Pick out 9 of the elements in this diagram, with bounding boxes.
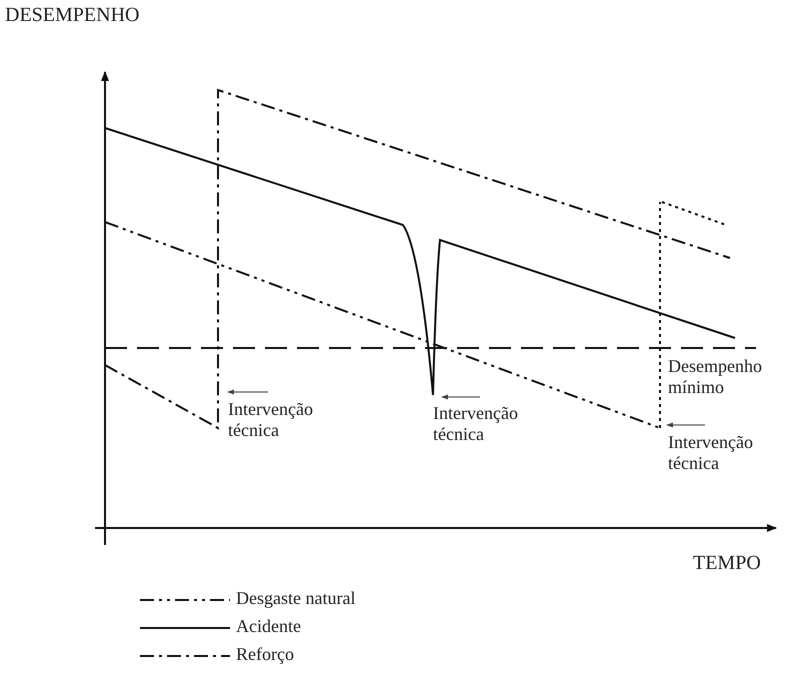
annotation-label: Intervenção técnica xyxy=(228,399,314,441)
legend-label: Desgaste natural xyxy=(236,588,356,609)
axis-title: DESEMPENHO xyxy=(5,5,140,26)
annotation-label: Intervenção técnica xyxy=(668,432,754,474)
legend-label: Acidente xyxy=(236,616,301,637)
axis-label: Desempenho mínimo xyxy=(668,356,763,398)
annotation-label: Intervenção técnica xyxy=(433,403,519,445)
axis-title: TEMPO xyxy=(693,553,762,574)
legend-label: Reforço xyxy=(236,644,294,665)
